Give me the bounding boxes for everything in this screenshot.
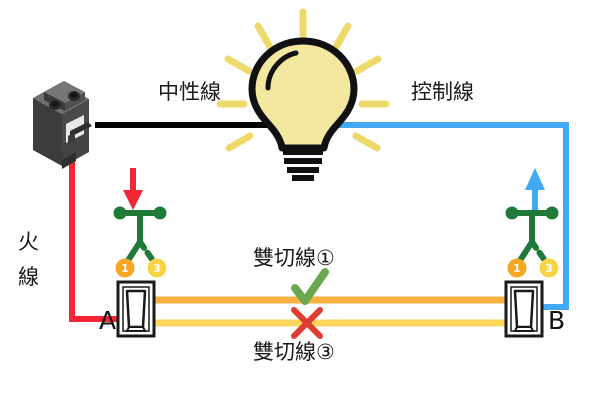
bulb-base [283,149,323,181]
switch-a-terminal-3-label: 3 [153,262,161,275]
switch-b-symbol: 1 3 [505,168,559,278]
live-line-label-char-2: 線 [18,265,39,289]
switch-a-label: A [99,306,116,335]
switch-b-terminal-1-badge [507,258,527,278]
switch-b-label: B [548,306,565,335]
switch-a-terminal-1-badge [115,258,135,278]
switch-a-rocker[interactable] [116,280,156,338]
light-bulb-icon [216,8,390,181]
switch-a-symbol: 1 3 [113,168,167,278]
switch-b-terminal-3-badge [539,258,559,278]
traveler-one-label: 雙切線① [253,246,335,270]
traveler-three-label: 雙切線③ [253,340,335,364]
switch-b-terminal-3-label: 3 [545,262,553,275]
neutral-line-label: 中性線 [158,80,221,104]
switch-b-terminal-1-label: 1 [513,262,521,275]
switch-a-incoming-arrow [123,168,143,210]
cross-mark-icon [291,307,323,339]
switch-b-rocker[interactable] [504,280,544,338]
switch-b-outgoing-arrow [525,168,545,210]
circuit-breaker [33,81,92,169]
bulb-rays [216,8,390,152]
check-mark-icon [291,268,329,305]
live-line-label-char-1: 火 [18,230,39,254]
switch-a-terminal-1-label: 1 [121,262,129,275]
control-line-label: 控制線 [411,80,474,104]
live-wire-path [69,123,121,322]
switch-a-terminal-3-badge [147,258,167,278]
